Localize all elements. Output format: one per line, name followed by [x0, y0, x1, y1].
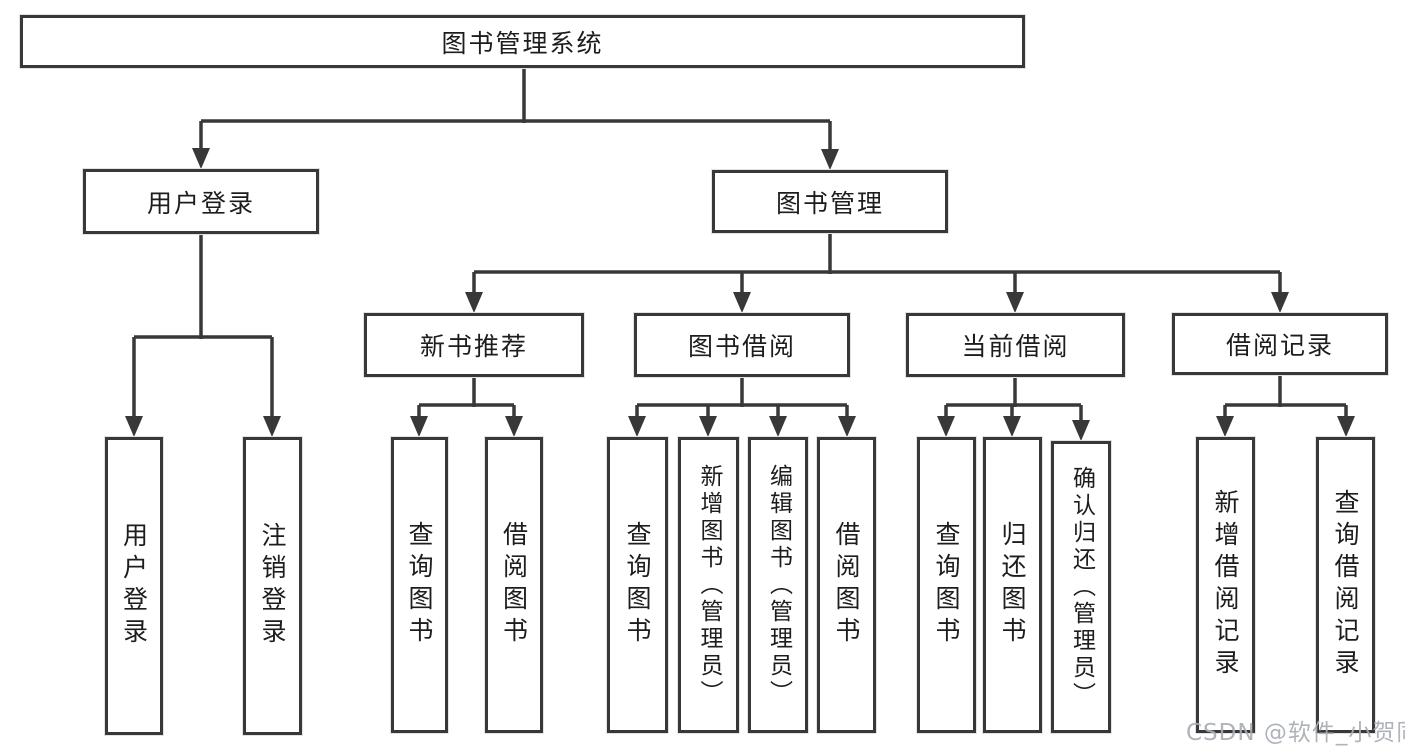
leaf-edit-books-admin: 编辑图书（管理员） [748, 437, 808, 733]
leaf-query-books-borrow: 查询图书 [607, 437, 668, 733]
node-root-title: 图书管理系统 [20, 15, 1025, 68]
leaf-query-borrow-record: 查询借阅记录 [1316, 437, 1375, 733]
leaf-add-borrow-record: 新增借阅记录 [1196, 437, 1255, 733]
csdn-watermark: CSDN @软件_小贺同学 [1186, 720, 1405, 746]
leaf-logout: 注销登录 [243, 437, 302, 735]
node-borrow-records: 借阅记录 [1172, 313, 1388, 375]
leaf-return-books: 归还图书 [983, 437, 1042, 733]
node-book-borrow: 图书借阅 [634, 313, 850, 377]
leaf-query-books-recommend: 查询图书 [391, 437, 448, 733]
leaf-borrow-books: 借阅图书 [817, 437, 876, 733]
node-new-book-recommend: 新书推荐 [364, 313, 584, 377]
leaf-confirm-return-admin: 确认归还（管理员） [1051, 441, 1111, 733]
node-user-login: 用户登录 [83, 169, 319, 234]
node-book-management: 图书管理 [712, 170, 948, 233]
leaf-borrow-books-recommend: 借阅图书 [485, 437, 543, 733]
node-current-borrow: 当前借阅 [906, 313, 1125, 377]
leaf-user-login: 用户登录 [105, 437, 163, 735]
leaf-add-books-admin: 新增图书（管理员） [678, 437, 739, 733]
leaf-query-books-current: 查询图书 [917, 437, 976, 733]
